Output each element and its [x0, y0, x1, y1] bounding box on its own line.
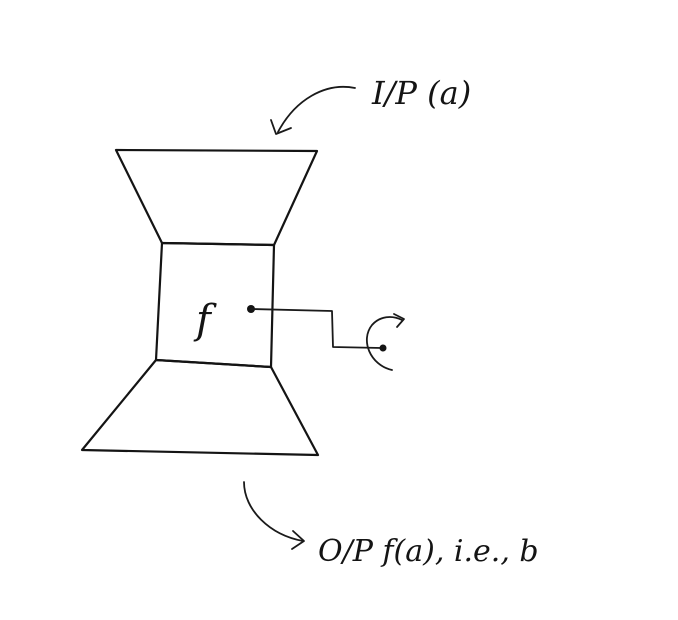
crank-handle: [250, 308, 384, 349]
output-arrowhead-icon: [291, 530, 305, 550]
output-arrow-icon: [243, 481, 304, 542]
function-label: f: [193, 297, 217, 343]
crank-knob: [379, 344, 387, 352]
input-funnel: [114, 148, 319, 247]
output-label: O/P f(a), i.e., b: [318, 534, 539, 569]
function-box: [154, 241, 276, 369]
output-funnel: [80, 358, 320, 457]
input-arrowhead-icon: [270, 119, 292, 135]
rotation-arrow-icon: [366, 316, 403, 371]
input-arrow-icon: [277, 86, 356, 133]
rotation-arrowhead-icon: [393, 313, 405, 328]
input-label: I/P (a): [371, 74, 471, 112]
